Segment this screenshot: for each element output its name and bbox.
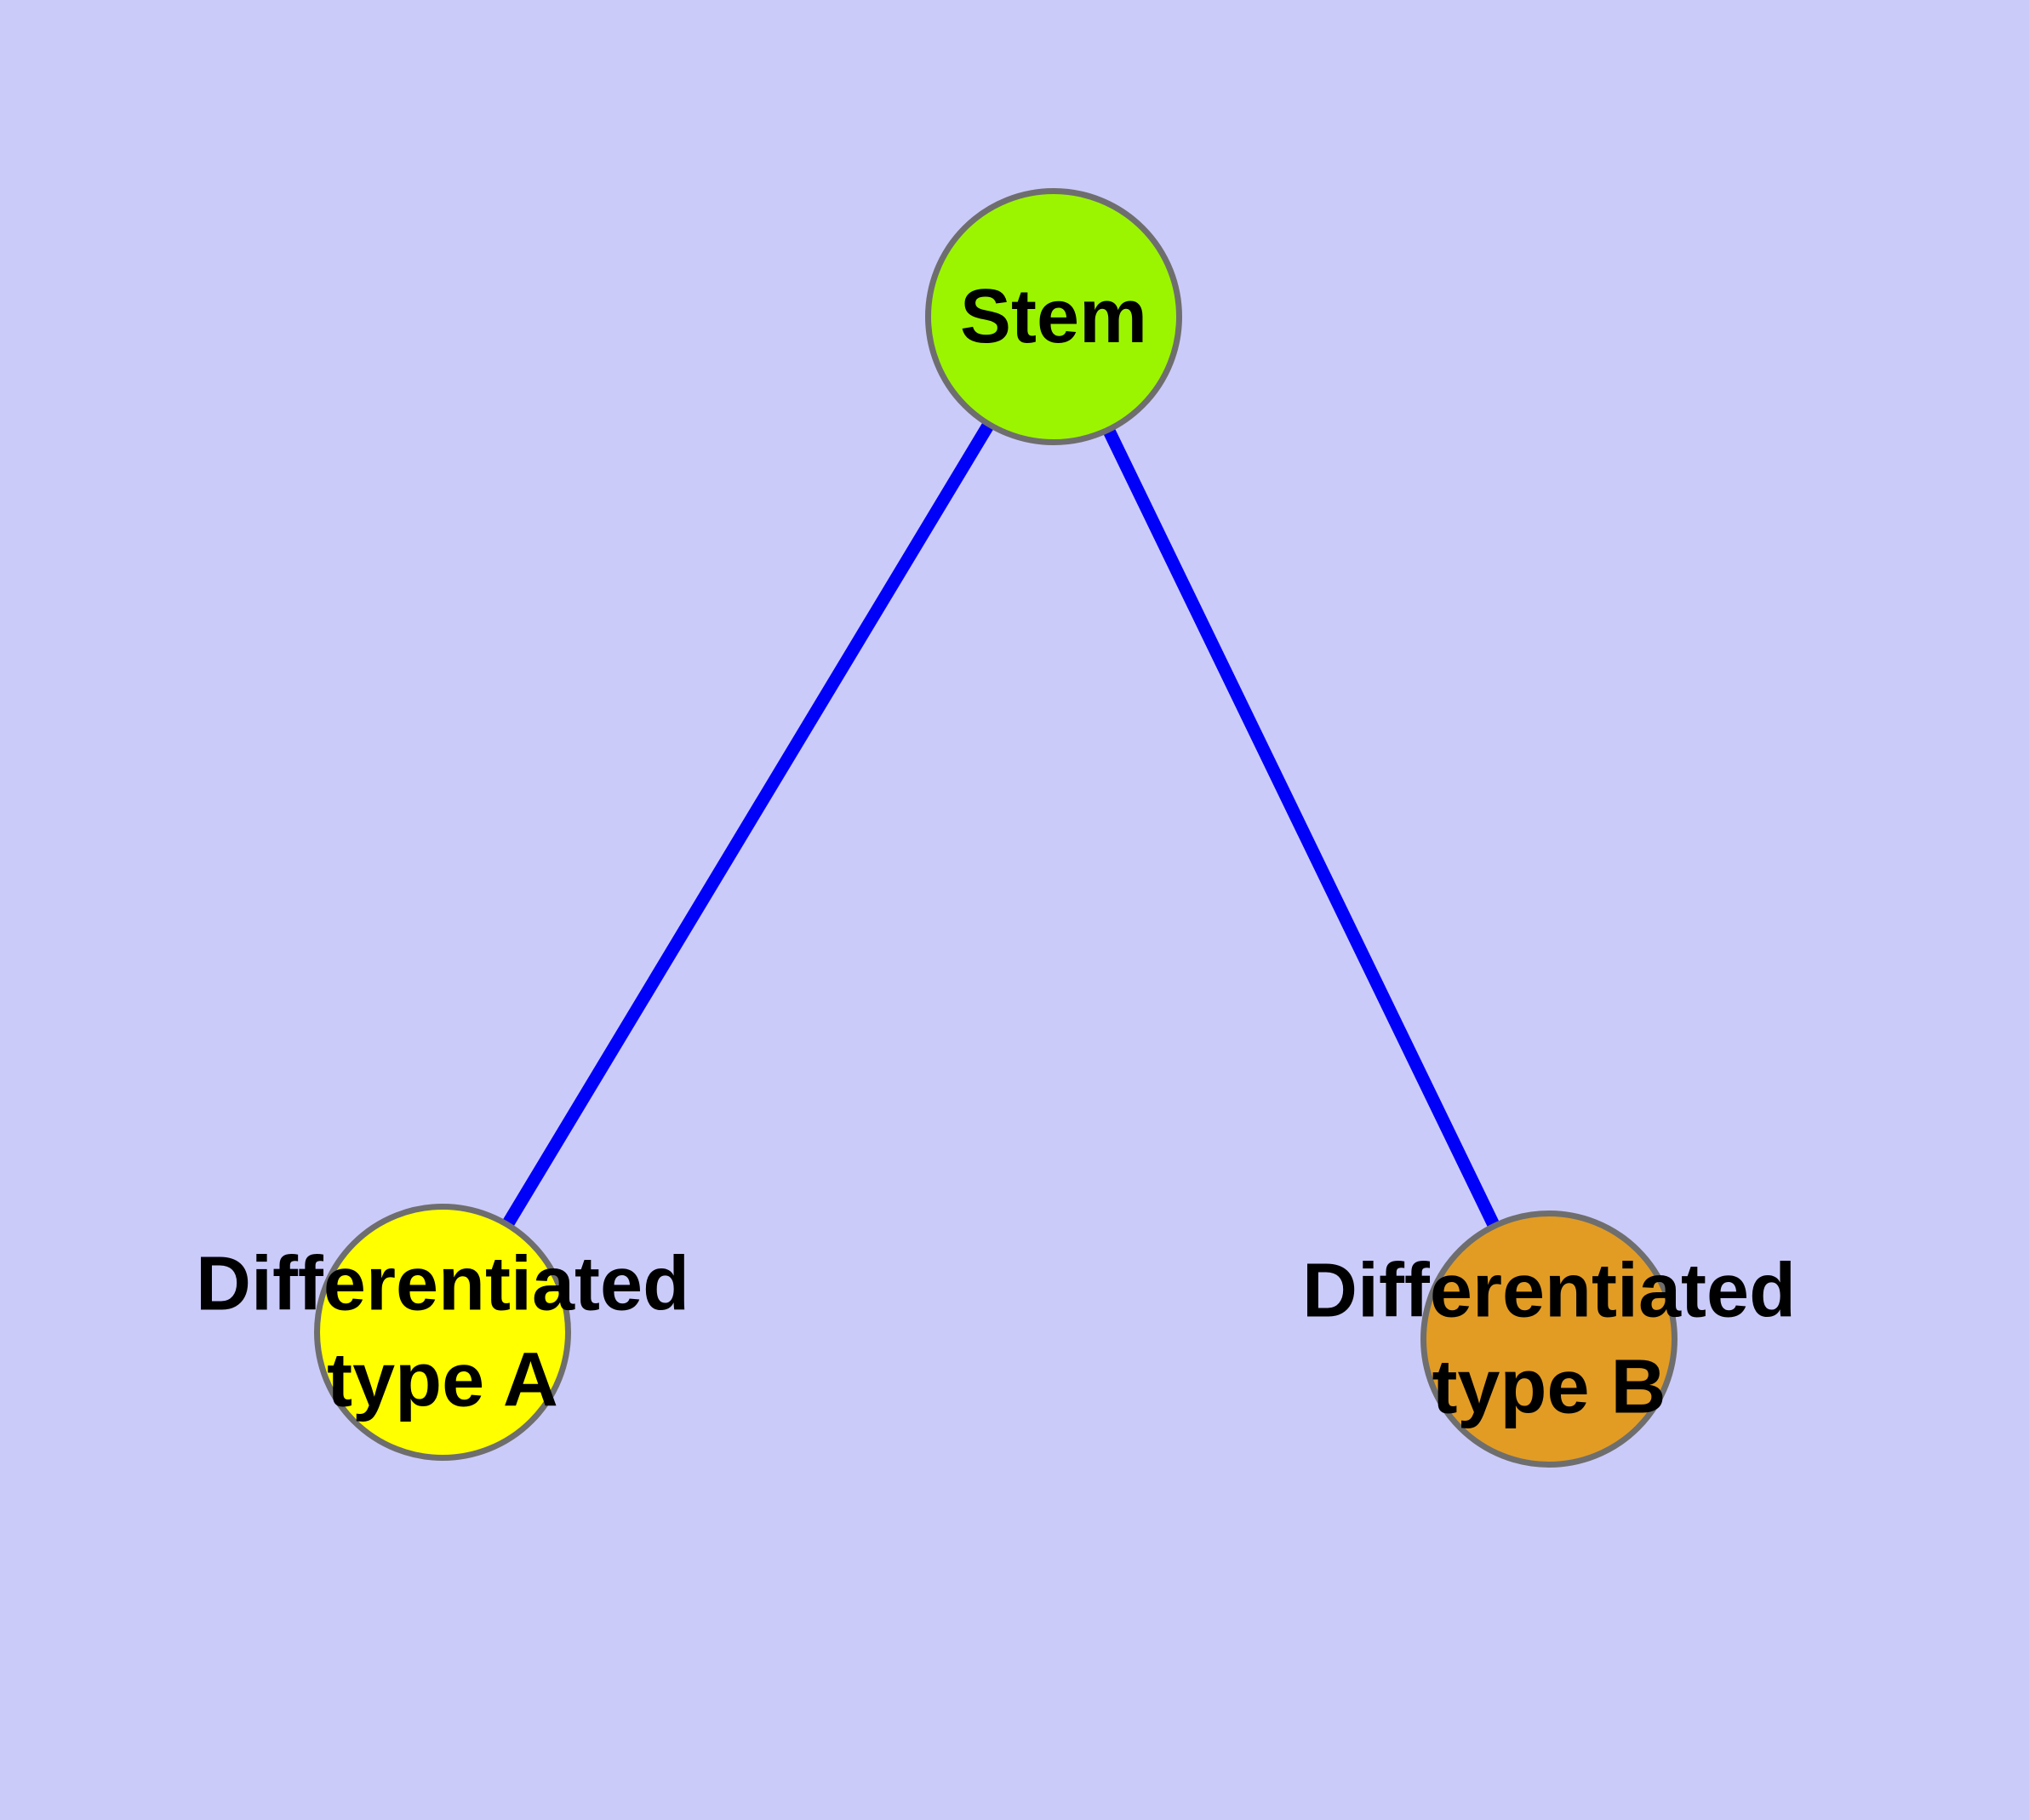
node-stem: Stem — [925, 188, 1182, 445]
node-differentiated-type-b-label: Differentiated type B — [1301, 1248, 1797, 1430]
edge-stem-to-differentiated-type-a — [437, 313, 1060, 1336]
node-differentiated-type-b: Differentiated type B — [1302, 1210, 1796, 1468]
node-stem-label: Stem — [959, 273, 1148, 359]
node-differentiated-type-a: Differentiated type A — [196, 1204, 689, 1461]
node-differentiated-type-a-label: Differentiated type A — [195, 1241, 690, 1423]
edge-stem-to-differentiated-type-b — [1048, 313, 1555, 1342]
